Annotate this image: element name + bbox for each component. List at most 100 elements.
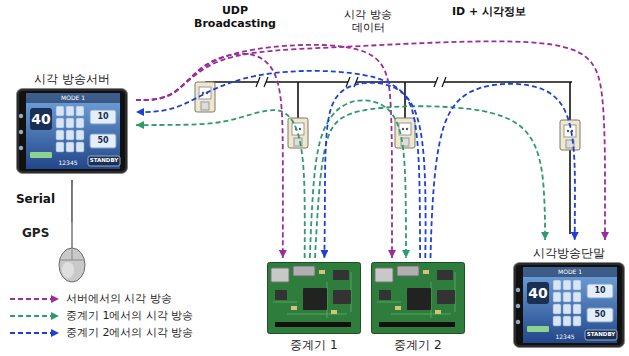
payload-label: ID + 시각정보 xyxy=(452,5,526,18)
outlet-plate xyxy=(395,118,415,148)
screen-id: 12345 xyxy=(58,160,77,166)
broadcast-arrow xyxy=(136,71,420,258)
legend-sample xyxy=(8,328,60,338)
pcb xyxy=(268,263,361,334)
screen-topbar xyxy=(523,267,617,277)
drop-wire xyxy=(297,82,299,118)
break-mark xyxy=(256,77,268,87)
screen-value: 40 xyxy=(31,112,50,126)
keypad-key xyxy=(573,292,581,302)
repeater-board: 중계기 1 xyxy=(262,258,366,354)
gps-body xyxy=(59,248,85,282)
outlet-hole xyxy=(406,128,408,130)
component xyxy=(291,306,297,310)
node-label: 시각방송단말 xyxy=(533,246,605,260)
outlet-socket xyxy=(292,123,304,135)
outlet-plug xyxy=(201,102,209,110)
board-illustration xyxy=(267,262,361,334)
wall-outlet xyxy=(195,82,215,112)
screen-field: 10 xyxy=(97,113,108,121)
keypad-key xyxy=(553,304,561,314)
outlet-hole xyxy=(299,128,301,130)
data-label: 시각 방송 데이터 xyxy=(338,8,398,34)
legend-arrowhead xyxy=(51,329,59,337)
keypad-key xyxy=(573,304,581,314)
legend-sample xyxy=(8,311,60,321)
connector xyxy=(397,266,419,276)
keypad-key xyxy=(66,106,74,116)
keypad-key xyxy=(563,316,571,326)
chip xyxy=(275,290,287,300)
screen-field: 50 xyxy=(594,311,605,319)
keypad-key xyxy=(563,304,571,314)
outlet-socket xyxy=(199,87,211,99)
gps-shine xyxy=(62,262,74,278)
component xyxy=(435,310,441,314)
board-illustration xyxy=(371,262,465,334)
legend-text: 중계기 2에서의 시각 방송 xyxy=(66,326,194,339)
chip xyxy=(333,270,349,280)
gps-cable xyxy=(71,222,72,248)
broadcast-arrow xyxy=(136,41,605,240)
edge-label: Serial xyxy=(16,192,55,206)
status-box xyxy=(585,330,617,340)
keypad-key xyxy=(66,118,74,128)
keypad-key xyxy=(56,130,64,140)
broadcast-arrow xyxy=(315,106,545,258)
device-bezel xyxy=(514,263,625,348)
node-label: 중계기 2 xyxy=(394,338,441,352)
status-bar xyxy=(30,152,52,158)
device-screen xyxy=(26,93,120,169)
drop-wire xyxy=(404,82,406,118)
legend-line xyxy=(10,315,52,317)
side-button xyxy=(516,304,520,308)
side-button xyxy=(19,130,23,134)
gps-seam xyxy=(59,248,85,260)
network-bus xyxy=(205,82,572,234)
break-mark xyxy=(346,77,358,87)
broadcast-arrow xyxy=(310,100,406,258)
chip xyxy=(437,290,455,304)
legend-sample xyxy=(8,294,60,304)
keypad-key xyxy=(563,292,571,302)
legend-arrowhead xyxy=(51,312,59,320)
screen-status: STANDBY xyxy=(90,158,119,164)
drop-wire xyxy=(569,150,571,234)
legend-arrowhead xyxy=(51,295,59,303)
value-box xyxy=(30,108,52,130)
broadcast-arrow xyxy=(136,54,283,258)
keypad-key xyxy=(76,130,84,140)
keypad-key xyxy=(563,280,571,290)
screen-field: 50 xyxy=(97,137,108,145)
keypad-key xyxy=(66,130,74,140)
keypad-key xyxy=(56,106,64,116)
keypad-key xyxy=(76,142,84,152)
legend-text: 중계기 1에서의 시각 방송 xyxy=(66,309,194,322)
drop-wire xyxy=(569,82,571,120)
field-box xyxy=(587,284,613,298)
keypad-key xyxy=(573,316,581,326)
field-box xyxy=(587,308,613,322)
screen-id: 12345 xyxy=(555,334,574,340)
component xyxy=(423,270,429,274)
device-screen xyxy=(523,267,617,343)
pin-header xyxy=(275,322,351,327)
keypad-key xyxy=(553,280,561,290)
broadcast-arrow xyxy=(136,110,305,258)
broadcast-arrow xyxy=(324,83,425,258)
outlet-hole xyxy=(402,128,404,130)
break-lines xyxy=(256,77,268,87)
component xyxy=(319,270,325,274)
serial-link xyxy=(71,180,72,222)
cpu-chip xyxy=(407,288,431,310)
device-bezel xyxy=(17,89,128,174)
component xyxy=(395,306,401,310)
chip xyxy=(333,290,351,304)
broadcast-arrow xyxy=(136,45,392,258)
status-box xyxy=(88,156,120,166)
keypad-key xyxy=(573,280,581,290)
legend-row: 중계기 1에서의 시각 방송 xyxy=(8,307,194,324)
chip xyxy=(437,270,453,280)
ethernet-jack xyxy=(271,268,289,282)
wall-outlet xyxy=(288,118,308,148)
